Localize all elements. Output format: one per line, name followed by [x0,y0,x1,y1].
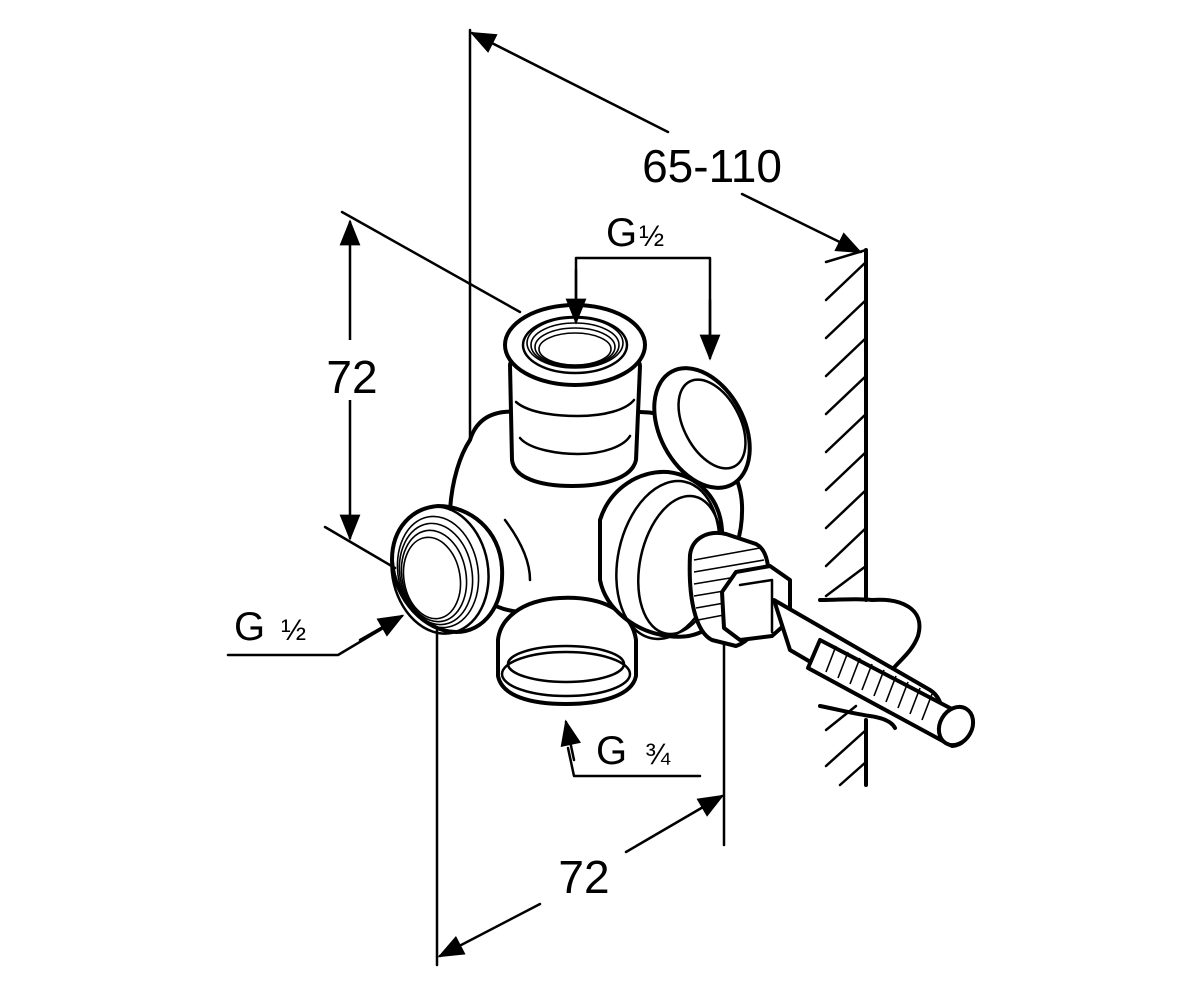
wall-hatching [824,248,868,787]
height-extension-top [340,210,522,314]
height-extension-bottom [323,525,397,570]
bottom-callout-leader [566,746,702,778]
wall [818,248,922,787]
depth-arrow-upper [469,31,670,134]
depth-label: 65-110 [642,140,782,192]
height-label: 72 [326,351,377,403]
callout-top-outlet: G½ [565,211,721,361]
dimension-depth: 65-110 [468,28,863,442]
stem-end [936,704,976,748]
wall-opening-top [818,597,922,672]
valve-spindle [687,531,976,748]
depth-arrow-lower [740,192,863,254]
top-thread-label: G½ [606,211,664,255]
wall-opening-bottom [818,704,897,730]
width-arrow-left [437,902,542,958]
left-outlet-thread [396,515,480,629]
dimension-height: 72 [312,210,522,570]
valve-body [390,303,752,706]
width-label: 72 [558,851,609,903]
dimension-width: 72 [435,628,726,967]
width-arrow-right [624,794,725,854]
